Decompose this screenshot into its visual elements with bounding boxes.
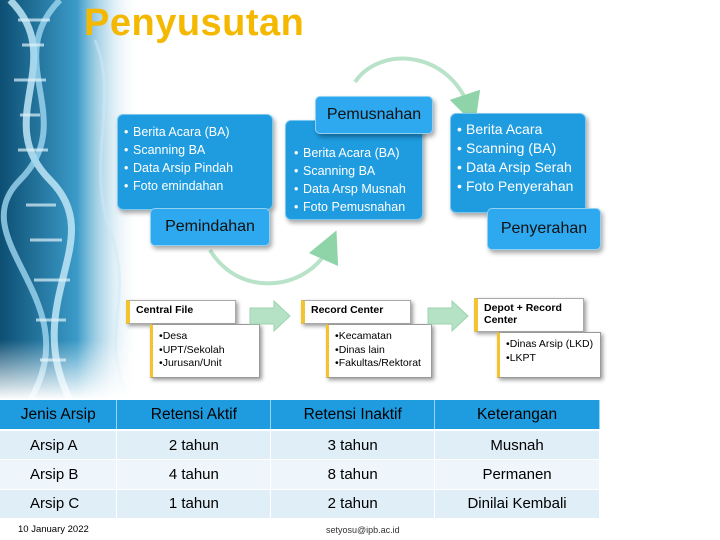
table-row: Arsip B 4 tahun 8 tahun Permanen — [0, 459, 600, 490]
table-cell: 4 tahun — [116, 459, 272, 490]
table-cell: 2 tahun — [116, 430, 272, 460]
table-cell: Arsip C — [0, 489, 118, 519]
pemusnahan-item: Foto Pemusnahan — [294, 198, 416, 216]
dna-helix-background — [0, 0, 140, 402]
pemindahan-item: Data Arsip Pindah — [124, 159, 266, 177]
table-cell: Musnah — [434, 430, 600, 460]
stage-label-pemindahan: Pemindahan — [150, 208, 270, 246]
location-item: •Kecamatan — [335, 330, 392, 342]
penyerahan-item: Foto Penyerahan — [457, 177, 579, 196]
location-item: •Jurusan/Unit — [159, 357, 222, 369]
penyerahan-item: Scanning (BA) — [457, 139, 579, 158]
footer-date: 10 January 2022 — [18, 524, 89, 535]
location-card-depot: •Dinas Arsip (LKD) •LKPT — [497, 332, 601, 378]
table-cell: 3 tahun — [270, 430, 436, 460]
column-header: Retensi Inaktif — [270, 400, 436, 431]
stage-label-penyerahan: Penyerahan — [487, 208, 601, 250]
table-cell: Dinilai Kembali — [434, 489, 600, 519]
table-cell: Arsip B — [0, 459, 118, 490]
table-cell: 8 tahun — [270, 459, 436, 490]
pemindahan-item: Berita Acara (BA) — [124, 123, 266, 141]
penyerahan-item: Data Arsip Serah — [457, 158, 579, 177]
location-item: •LKPT — [506, 351, 536, 364]
pemindahan-item: Scanning BA — [124, 141, 266, 159]
location-item: •Dinas lain — [335, 343, 385, 356]
table-row: Arsip C 1 tahun 2 tahun Dinilai Kembali — [0, 489, 600, 519]
arrow-right-icon — [427, 299, 469, 333]
card-pemindahan: Berita Acara (BA) Scanning BA Data Arsip… — [117, 114, 273, 210]
location-label-depot: Depot + Record Center — [474, 298, 584, 332]
table-header-row: Jenis Arsip Retensi Aktif Retensi Inakti… — [0, 400, 600, 431]
table-cell: Permanen — [434, 459, 600, 490]
table-row: Arsip A 2 tahun 3 tahun Musnah — [0, 430, 600, 460]
table-cell: 1 tahun — [116, 489, 272, 519]
card-penyerahan: Berita Acara Scanning (BA) Data Arsip Se… — [450, 113, 586, 213]
retention-table: Jenis Arsip Retensi Aktif Retensi Inakti… — [0, 400, 600, 519]
card-pemusnahan: Berita Acara (BA) Scanning BA Data Arsp … — [285, 120, 423, 220]
penyerahan-item: Berita Acara — [457, 120, 579, 139]
location-label-record-center: Record Center — [301, 300, 411, 324]
stage-label-pemusnahan: Pemusnahan — [315, 96, 433, 134]
location-card-central-file: •Desa •UPT/Sekolah •Jurusan/Unit — [150, 324, 260, 378]
cycle-arrow-bottom — [208, 230, 339, 286]
pemusnahan-item: Scanning BA — [294, 162, 416, 180]
location-label-central-file: Central File — [126, 300, 236, 324]
pemindahan-item: Foto emindahan — [124, 177, 266, 195]
footer-email: setyosu@ipb.ac.id — [326, 525, 400, 535]
table-cell: Arsip A — [0, 430, 118, 460]
column-header: Jenis Arsip — [0, 400, 118, 431]
pemusnahan-item: Berita Acara (BA) — [294, 144, 416, 162]
location-item: •UPT/Sekolah — [159, 343, 225, 356]
column-header: Retensi Aktif — [116, 400, 272, 431]
location-item: •Dinas Arsip (LKD) — [506, 338, 594, 350]
table-cell: 2 tahun — [270, 489, 436, 519]
page-title: Penyusutan — [84, 2, 305, 44]
location-card-record-center: •Kecamatan •Dinas lain •Fakultas/Rektora… — [326, 324, 432, 378]
location-item: •Fakultas/Rektorat — [335, 357, 421, 369]
pemusnahan-item: Data Arsp Musnah — [294, 180, 416, 198]
location-item: •Desa — [159, 330, 188, 342]
column-header: Keterangan — [434, 400, 600, 431]
